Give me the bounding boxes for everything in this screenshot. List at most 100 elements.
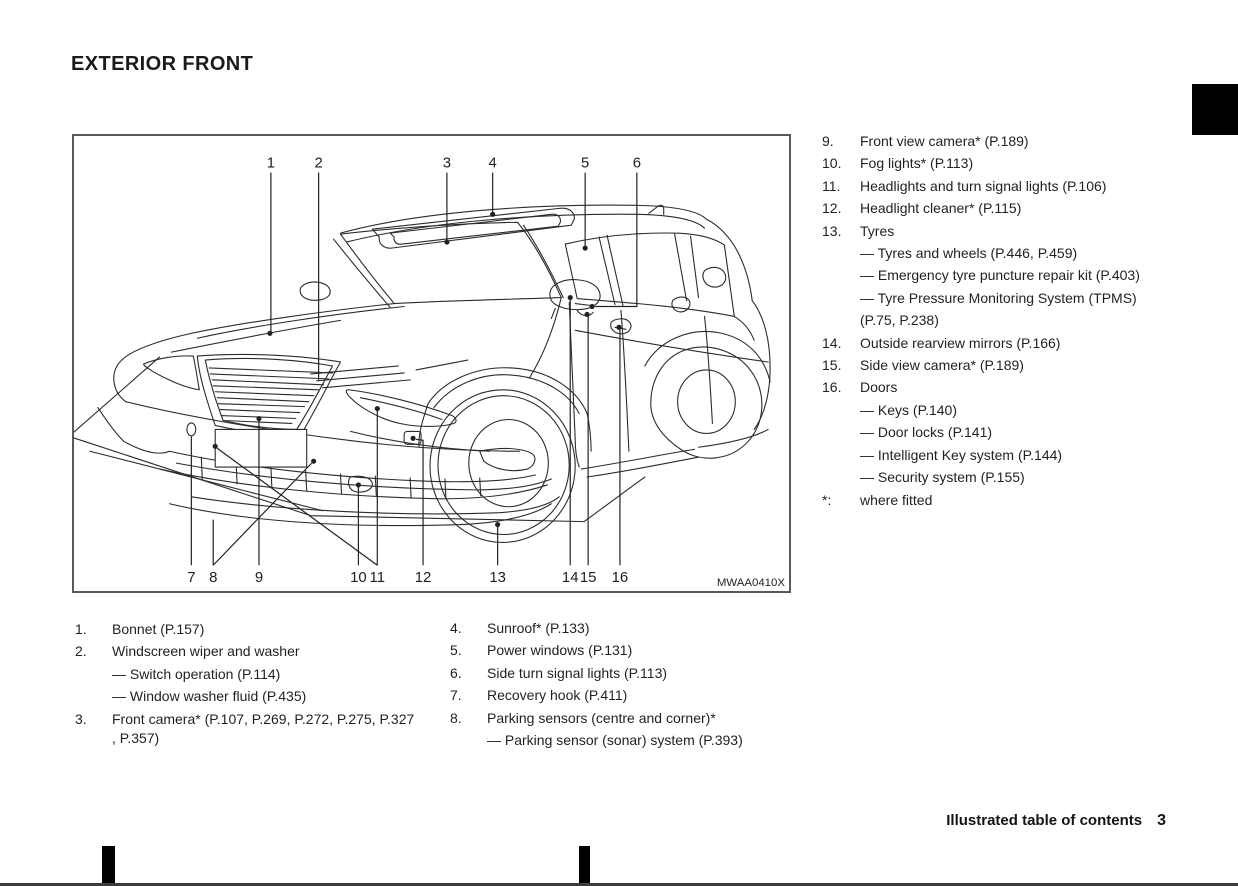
item-text: Bonnet (P.157): [112, 621, 205, 637]
list-item: 7.Recovery hook (P.411): [450, 684, 810, 706]
intake-ribs: [200, 456, 482, 499]
item-text: Sunroof* (P.133): [487, 620, 590, 636]
item-number: 8.: [450, 709, 462, 726]
item-number: 5.: [450, 642, 462, 659]
list-item: 9. Front view camera* (P.189): [822, 130, 1232, 152]
item-text: Front camera* (P.107, P.269, P.272, P.27…: [112, 710, 415, 727]
item-text: — Keys (P.140): [860, 401, 958, 418]
callout-number-4: 4: [489, 156, 497, 172]
chin-spoiler: [168, 503, 552, 527]
print-registration-mark: [579, 846, 590, 884]
item-text: where fitted: [860, 491, 933, 508]
b-pillar-cut: [620, 309, 630, 452]
corner-bezel: [479, 447, 536, 472]
footer-section-title: Illustrated table of contents: [946, 812, 1143, 829]
sunroof: [371, 207, 575, 249]
front-door-handle: [610, 318, 632, 335]
item-text: — Security system (P.155): [860, 469, 1025, 486]
rear-quarter-trim: [702, 266, 727, 288]
list-item: 5. Power windows (P.131): [450, 639, 810, 661]
list-item: 3.Front camera* (P.107, P.269, P.272, P.…: [75, 708, 447, 747]
page-title: EXTERIOR FRONT: [71, 53, 254, 75]
right-headlight: [143, 355, 200, 391]
item-text: Windscreen wiper and washer: [112, 643, 300, 660]
item-text: Recovery hook (P.411): [487, 687, 628, 704]
wipers: [310, 359, 469, 389]
list-item: 6.Side turn signal lights (P.113): [450, 662, 810, 684]
callout-number-5: 5: [581, 156, 589, 172]
left-mirror: [549, 279, 601, 311]
item-text: Tyres: [860, 222, 895, 239]
leader-dots: [212, 211, 622, 528]
item-number: 4.: [450, 620, 462, 636]
item-text: — Window washer fluid (P.435): [112, 688, 307, 705]
item-text: — Tyres and wheels (P.446, P.459): [860, 245, 1078, 262]
item-number: 9.: [822, 133, 834, 149]
item-text: — Tyre Pressure Monitoring System (TPMS): [860, 289, 1137, 306]
item-number: 10.: [822, 155, 842, 172]
item-text: — Switch operation (P.114): [112, 665, 281, 682]
leader-11: [216, 410, 378, 566]
side-crease: [574, 329, 769, 363]
item-number: 11.: [822, 177, 841, 194]
rear-door-handle: [671, 296, 691, 313]
list-item: 2. Windscreen wiper and washer — Switch op…: [75, 640, 447, 707]
list-item: 8.Parking sensors (centre and corner)*— …: [450, 707, 810, 752]
parts-list-right: 9. Front view camera* (P.189) 10.Fog light…: [822, 130, 1232, 511]
callout-number-11: 11: [370, 570, 385, 586]
callout-number-14: 14: [562, 570, 579, 586]
item-text: Power windows (P.131): [487, 642, 633, 659]
page-number: 3: [1157, 812, 1166, 829]
item-text: Doors: [860, 379, 898, 396]
list-item: *: where fitted: [822, 489, 1232, 511]
item-number: 2.: [75, 643, 87, 660]
right-mirror: [299, 281, 331, 301]
callout-number-3: 3: [443, 156, 451, 172]
print-registration-mark: [102, 846, 115, 884]
sill-line: [580, 448, 696, 470]
item-text: Outside rearview mirrors (P.166): [860, 334, 1061, 351]
callout-number-12: 12: [415, 570, 432, 586]
figure-code: MWAA0410X: [717, 577, 786, 589]
callout-number-9: 9: [255, 570, 263, 586]
leader-6: [595, 172, 638, 308]
headlight-cleaner-nozzle: [403, 430, 422, 445]
windscreen: [339, 221, 562, 305]
list-item: 10.Fog lights* (P.113): [822, 152, 1232, 174]
item-number: 12.: [822, 200, 842, 217]
item-number: 14.: [822, 334, 842, 351]
item-text: — Door locks (P.141): [860, 424, 993, 441]
item-text: — Intelligent Key system (P.144): [860, 446, 1063, 463]
list-item: 4. Sunroof* (P.133): [450, 617, 810, 639]
b-pillar: [598, 234, 624, 307]
left-headlight: [345, 389, 457, 427]
leader-12: [416, 438, 424, 566]
leader-8: [212, 462, 313, 566]
item-number: 13.: [822, 222, 842, 239]
item-text: Side view camera* (P.189): [860, 357, 1024, 374]
callout-number-6: 6: [633, 156, 641, 172]
parts-list-middle: 4. Sunroof* (P.133) 5. Power windows (P.131…: [450, 617, 810, 751]
grille-slats: [208, 367, 334, 425]
bonnet: [129, 302, 395, 355]
parts-list-left: 1. Bonnet (P.157) 2. Windscreen wiper and w…: [75, 618, 447, 747]
item-number: 1.: [75, 621, 87, 637]
bumper: [125, 401, 521, 452]
list-item: 11. Headlights and turn signal lights (P.…: [822, 175, 1232, 197]
item-number: *:: [822, 491, 832, 508]
chapter-tab-marker: [1192, 84, 1238, 135]
item-text: Headlight cleaner* (P.115): [860, 200, 1022, 217]
item-text: Front view camera* (P.189): [860, 133, 1029, 149]
item-text-wrap: , P.357): [112, 730, 160, 747]
vehicle-illustration: [74, 204, 771, 543]
item-number: 6.: [450, 664, 462, 681]
list-item: 12. Headlight cleaner* (P.115): [822, 197, 1232, 219]
list-item: 1. Bonnet (P.157): [75, 618, 447, 640]
item-text: (P.75, P.238): [860, 312, 939, 329]
roof: [339, 204, 708, 234]
item-text: Headlights and turn signal lights (P.106…: [860, 177, 1107, 194]
